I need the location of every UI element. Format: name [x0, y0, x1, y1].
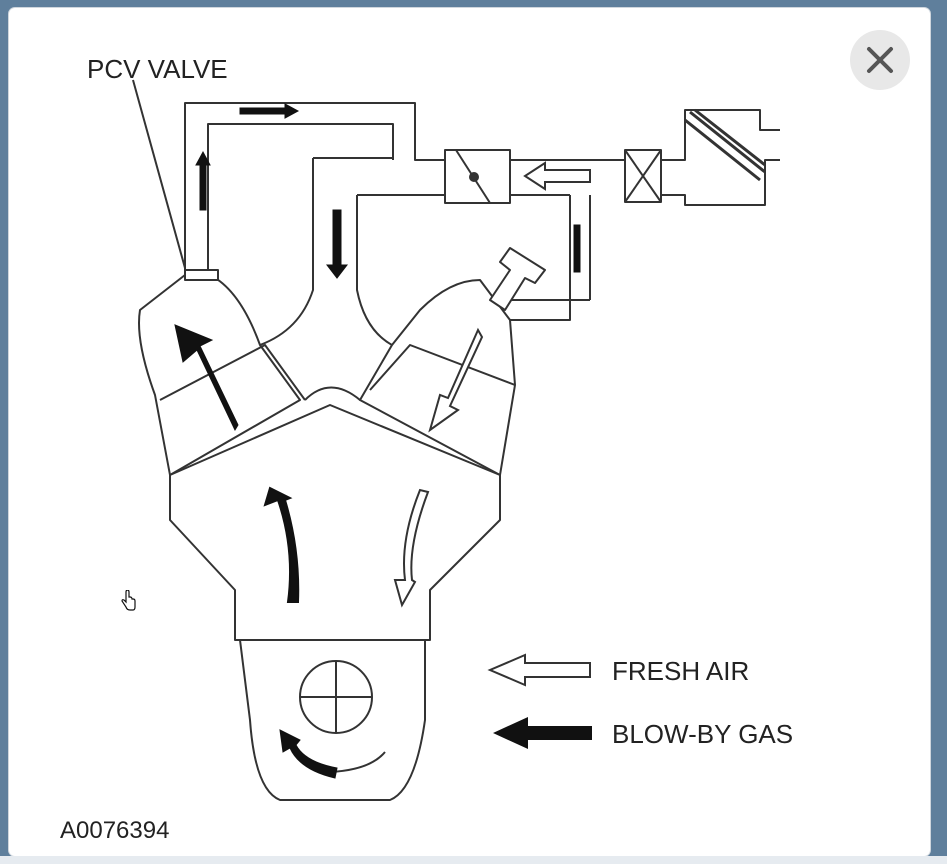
engine-block	[169, 404, 501, 641]
fresh-air-arrow-head	[428, 327, 484, 433]
close-button[interactable]	[850, 30, 910, 90]
pcv-hose-outer	[184, 102, 445, 275]
pcv-valve-label: PCV VALVE	[87, 54, 228, 84]
figure-id-label: A0076394	[60, 817, 169, 844]
fresh-air-arrow-block	[393, 488, 430, 608]
right-cylinder-head	[359, 279, 516, 476]
fresh-air-hose	[500, 195, 591, 321]
fresh-air-label: FRESH AIR	[612, 656, 749, 686]
page-bottom-strip	[0, 856, 947, 864]
blow-by-arrow-block	[263, 486, 300, 603]
blow-by-arrow-runner	[325, 209, 349, 279]
pcv-hose-inner	[207, 123, 394, 275]
intake-runner	[259, 157, 393, 346]
pcv-valve	[184, 269, 219, 281]
blow-by-arrow-crank	[279, 729, 338, 779]
blow-by-gas-label: BLOW-BY GAS	[612, 719, 793, 749]
oil-filler-cap	[489, 247, 546, 311]
left-cylinder-head	[138, 274, 301, 476]
legend-blow-by-arrow	[493, 717, 592, 749]
hand-pointer-icon	[121, 589, 137, 617]
close-icon	[867, 47, 893, 73]
pcv-system-diagram: PCV VALVE FRESH AIR BLOW-BY GAS A0076394	[60, 54, 793, 844]
blow-by-arrow-head	[174, 324, 239, 432]
fresh-air-arrow-intake	[523, 161, 591, 191]
image-lightbox: PCV VALVE FRESH AIR BLOW-BY GAS A0076394	[9, 8, 930, 856]
legend-fresh-air-arrow	[487, 653, 591, 687]
